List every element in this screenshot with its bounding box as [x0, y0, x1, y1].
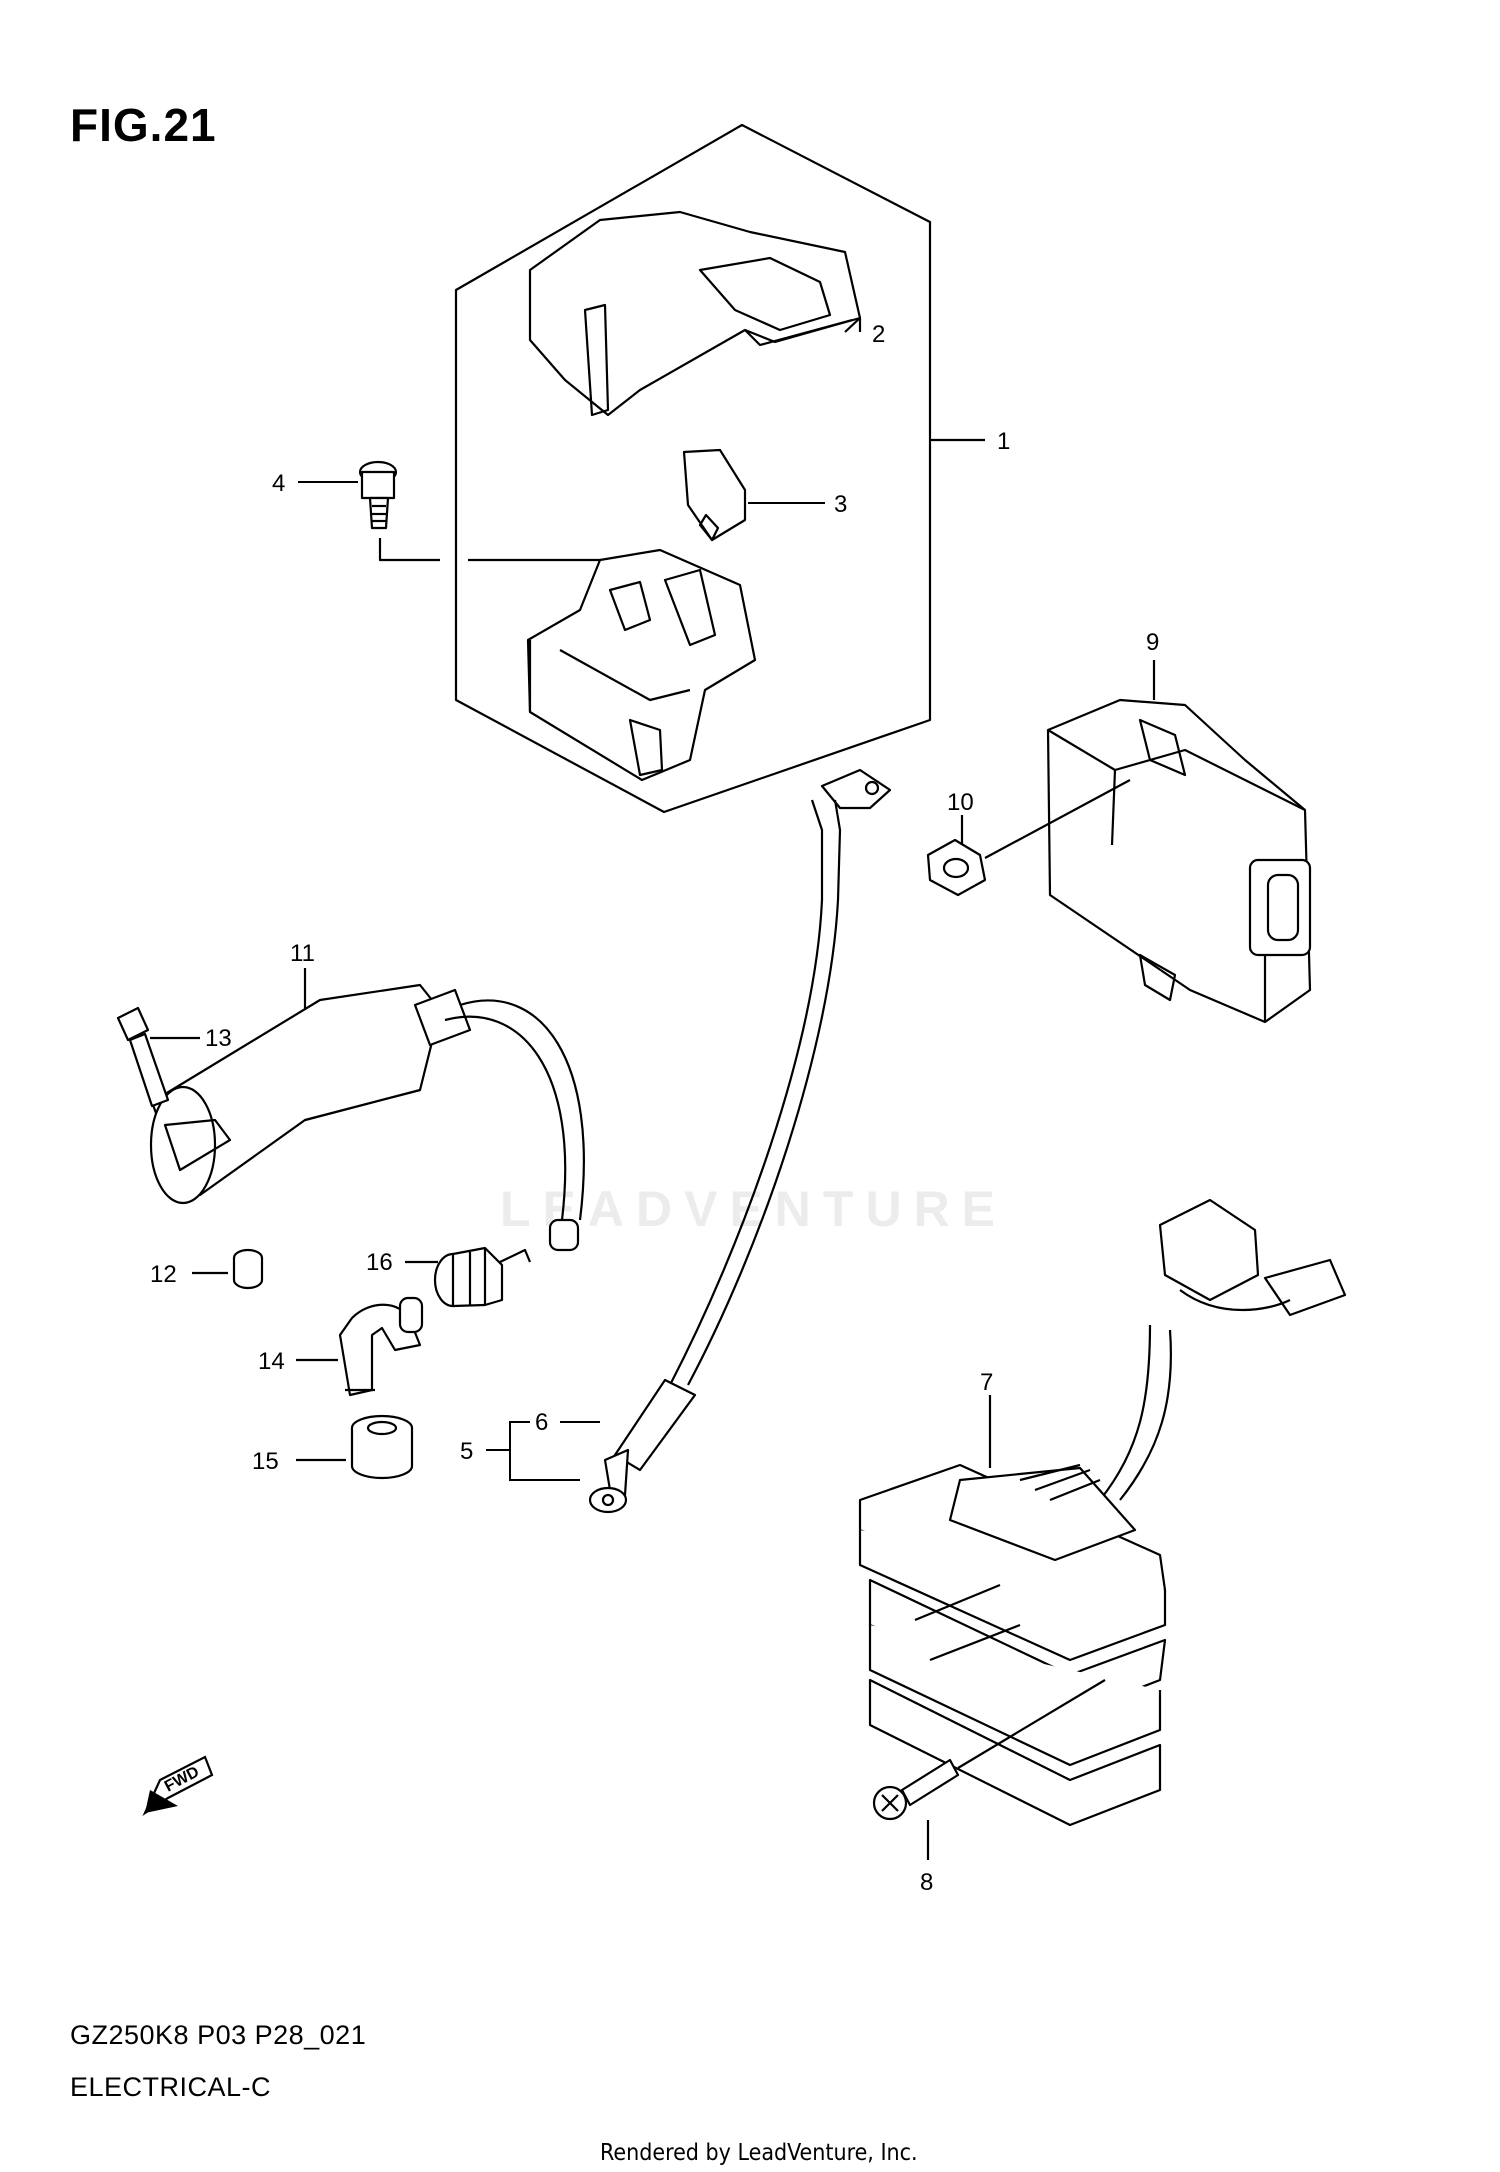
fuse [682, 448, 747, 542]
callout-16: 16 [366, 1249, 393, 1276]
callout-13: 13 [205, 1025, 232, 1052]
model-code: GZ250K8 P03 P28_021 [70, 2020, 367, 2050]
callout-4: 4 [272, 470, 285, 497]
ground-wire [588, 768, 892, 1514]
starter-relay-assembly-frame [454, 123, 985, 814]
figure-title: FIG.21 [70, 99, 217, 151]
ignition-coil [149, 968, 585, 1252]
callout-14: 14 [258, 1348, 285, 1375]
section-name: ELECTRICAL-C [70, 2072, 272, 2102]
callout-6: 6 [535, 1409, 548, 1436]
screw [358, 460, 612, 580]
callout-1: 1 [997, 428, 1010, 455]
cap-cover [296, 1414, 414, 1480]
callout-12: 12 [150, 1261, 177, 1288]
callout-2: 2 [872, 321, 885, 348]
collar [192, 1248, 264, 1290]
cdi-unit [1046, 660, 1312, 1024]
callout-10: 10 [947, 789, 974, 816]
regulator-rectifier [858, 1198, 1347, 1827]
callout-5: 5 [460, 1438, 473, 1465]
nut [926, 779, 1131, 897]
starter-relay-body [526, 548, 757, 782]
callout-7: 7 [980, 1369, 993, 1396]
fwd-arrow-icon: FWD [142, 1755, 214, 1816]
spark-plug-cap [296, 1296, 424, 1397]
callout-11: 11 [290, 940, 315, 967]
callout-9: 9 [1146, 629, 1159, 656]
render-credit: Rendered by LeadVenture, Inc. [600, 2140, 918, 2166]
coil-bolt [116, 1006, 200, 1108]
plug-cap-seal [405, 1246, 532, 1308]
relay-cover [528, 210, 862, 417]
callout-8: 8 [920, 1869, 933, 1896]
callout-15: 15 [252, 1448, 279, 1475]
regulator-screw [872, 1679, 1106, 1860]
callout-3: 3 [834, 491, 847, 518]
